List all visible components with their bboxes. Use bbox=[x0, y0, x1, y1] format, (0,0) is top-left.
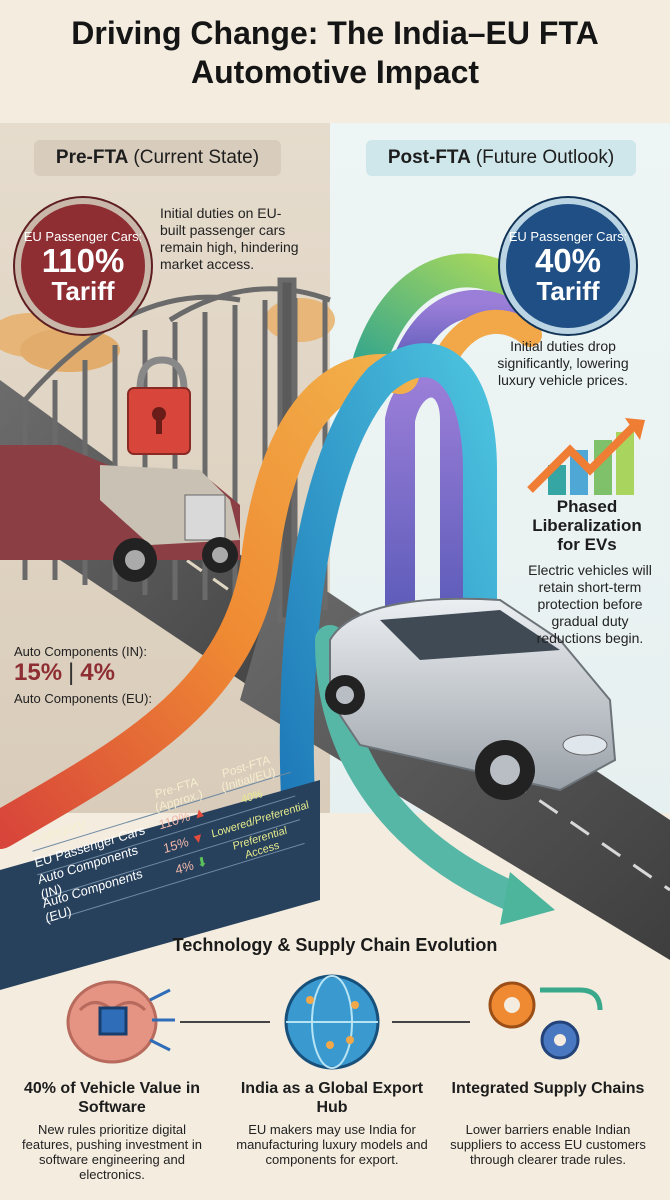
pre-tariff-badge: EU Passenger Cars: 110% Tariff bbox=[15, 198, 151, 334]
page-title: Driving Change: The India–EU FTA Automot… bbox=[71, 15, 599, 90]
ev-description: Electric vehicles will retain short-term… bbox=[528, 562, 652, 646]
gears-icon bbox=[488, 981, 603, 1060]
pre-fta-label: Pre-FTA (Current State) bbox=[34, 140, 281, 176]
components-eu-label: Auto Components (EU): bbox=[14, 691, 153, 706]
pre-fta-label-rest: (Current State) bbox=[133, 147, 260, 168]
post-badge-unit: Tariff bbox=[536, 275, 600, 306]
feature-title-export: India as a Global Export Hub bbox=[240, 1080, 424, 1116]
feature-desc-supply: Lower barriers enable Indian suppliers t… bbox=[450, 1122, 646, 1167]
components-eu-value: 4% bbox=[80, 659, 115, 686]
section-title: Technology & Supply Chain Evolution bbox=[172, 935, 498, 955]
arrow-head-icon bbox=[500, 872, 555, 925]
modern-car-icon bbox=[325, 597, 617, 800]
classic-car-icon bbox=[0, 445, 240, 582]
table-backdrop bbox=[0, 780, 320, 990]
down-arrow-green-icon: ⬇ bbox=[195, 852, 209, 871]
post-badge-value: 40% bbox=[534, 241, 602, 279]
feature-desc-export: EU makers may use India for manufacturin… bbox=[236, 1122, 428, 1167]
pre-badge-label: EU Passenger Cars: bbox=[23, 228, 143, 244]
chip-brain-icon bbox=[66, 980, 175, 1064]
feature-desc-software: New rules prioritize digital features, p… bbox=[22, 1122, 202, 1182]
pre-fta-label-strong: Pre-FTA bbox=[55, 147, 129, 168]
pre-description: Initial duties on EU-built passenger car… bbox=[160, 205, 299, 272]
up-arrow-icon: ▲ bbox=[191, 803, 207, 823]
growth-chart-icon bbox=[527, 418, 645, 495]
globe-network-icon bbox=[284, 974, 380, 1070]
post-fta-label: Post-FTA (Future Outlook) bbox=[366, 140, 636, 176]
post-tariff-badge: EU Passenger Cars: 40% Tariff bbox=[500, 198, 636, 334]
pre-badge-value: 110% bbox=[41, 241, 125, 279]
post-fta-label-rest: (Future Outlook) bbox=[475, 147, 615, 168]
pre-badge-unit: Tariff bbox=[51, 275, 115, 306]
components-in-label: Auto Components (IN): bbox=[14, 644, 147, 659]
components-separator: | bbox=[68, 659, 75, 686]
components-in-value: 15% bbox=[14, 659, 63, 686]
post-description: Initial duties drop significantly, lower… bbox=[497, 338, 629, 388]
feature-title-software: 40% of Vehicle Value in Software bbox=[23, 1080, 201, 1116]
post-fta-label-strong: Post-FTA bbox=[387, 147, 471, 168]
ev-title: Phased Liberalization for EVs bbox=[532, 497, 642, 554]
components-values: 15%|4% bbox=[14, 659, 115, 687]
feature-title-supply: Integrated Supply Chains bbox=[451, 1080, 645, 1097]
down-arrow-icon: ▼ bbox=[190, 828, 206, 848]
post-badge-label: EU Passenger Cars: bbox=[508, 228, 628, 244]
padlock-icon bbox=[127, 356, 191, 455]
